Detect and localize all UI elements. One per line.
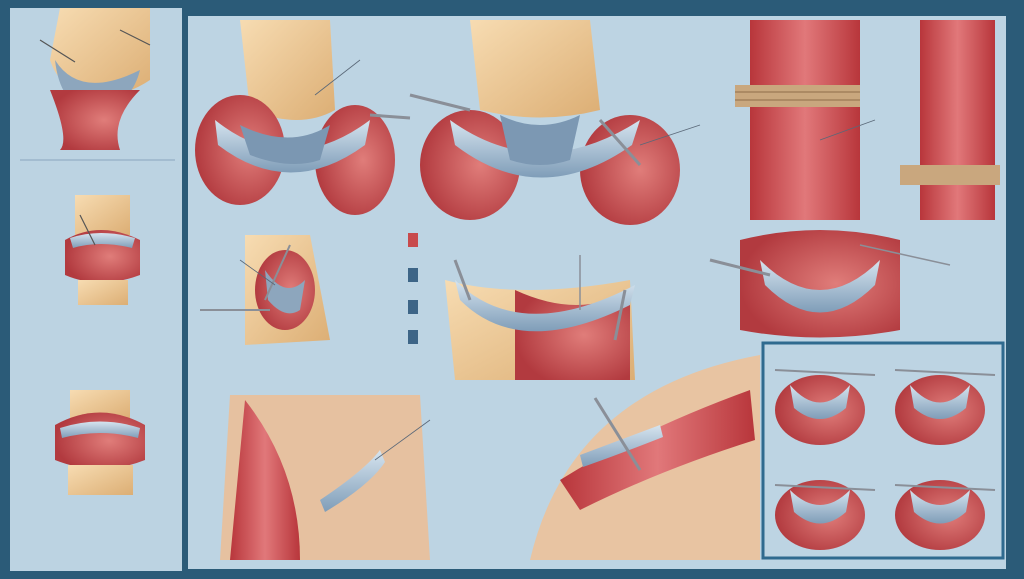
left-knee-bottom (55, 390, 145, 495)
meniscus-implant-view (709, 230, 951, 338)
knee-cross-section (200, 235, 330, 345)
condyle-view-left (195, 20, 411, 215)
condyle-view-right (409, 20, 680, 225)
pin-fixation-view (445, 255, 635, 380)
tissue-section-left (220, 395, 430, 560)
tissue-section-right (530, 355, 760, 560)
left-knee-middle (65, 195, 140, 305)
comparison-panel (761, 341, 1005, 560)
legend-color-swatches (408, 233, 418, 344)
muscle-column-right (900, 20, 1000, 220)
left-knee-top (39, 8, 151, 150)
leader-lines (239, 59, 876, 461)
muscle-column-left (735, 20, 860, 220)
